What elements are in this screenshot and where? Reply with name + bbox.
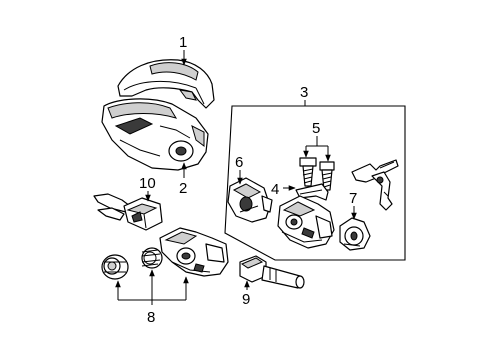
upper-column-cover bbox=[117, 59, 215, 109]
callout-7: 7 bbox=[349, 190, 357, 207]
ignition-keys bbox=[351, 159, 399, 211]
callout-3: 3 bbox=[300, 84, 308, 101]
lock-housing bbox=[227, 177, 273, 223]
lock-kit-frame bbox=[224, 105, 406, 261]
callout-8: 8 bbox=[147, 309, 155, 326]
lock-screws bbox=[299, 157, 335, 191]
callout-labels: 1 2 3 4 5 6 7 8 9 10 bbox=[139, 34, 357, 326]
combination-switch bbox=[93, 193, 163, 231]
lock-cylinder-assembly bbox=[277, 195, 335, 249]
callout-4: 4 bbox=[271, 181, 279, 198]
callout-6: 6 bbox=[235, 154, 243, 171]
connector-switch bbox=[239, 255, 305, 289]
callout-10: 10 bbox=[139, 175, 156, 192]
lower-column-cover bbox=[101, 98, 209, 171]
callout-9: 9 bbox=[242, 291, 250, 308]
lock-cylinder bbox=[339, 217, 371, 251]
rings-and-switch bbox=[101, 227, 229, 280]
callout-5: 5 bbox=[312, 120, 320, 137]
callout-1: 1 bbox=[179, 34, 187, 51]
leader-lines bbox=[115, 50, 357, 305]
callout-2: 2 bbox=[179, 180, 187, 197]
